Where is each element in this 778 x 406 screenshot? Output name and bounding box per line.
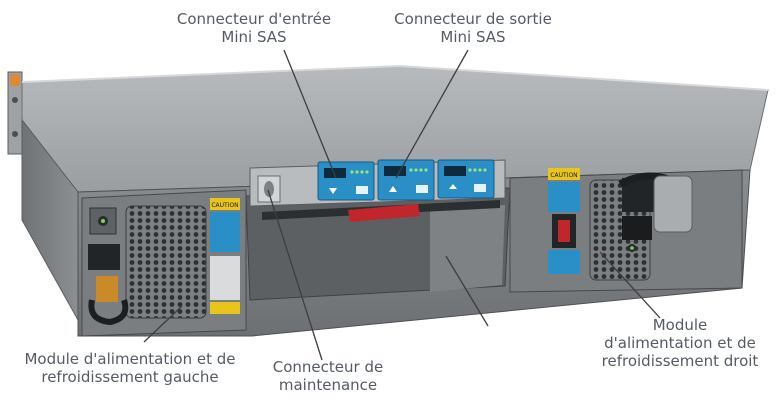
callout-output-line1: Connecteur de sortie [394,10,552,28]
leader-output [395,49,469,179]
callout-left-line1: Module d'alimentation et de [24,350,236,368]
mini-sas-panel-aux [437,159,495,199]
callout-maintenance-connector: Connecteur de maintenance [262,358,394,394]
callout-right-line2: d'alimentation et de [604,334,756,352]
leader-lines [143,49,661,361]
left-psu-module: CAUTION [81,189,247,337]
controller-latch [348,204,420,222]
mini-sas-panel-out [377,159,435,201]
callout-input-line2: Mini SAS [221,28,287,46]
callout-input-connector: Connecteur d'entrée Mini SAS [166,10,342,46]
leader-input [283,49,337,179]
callout-left-line2: refroidissement gauche [41,368,219,386]
callout-output-line2: Mini SAS [440,28,506,46]
right-warning-label: CAUTION [550,172,577,179]
maintenance-port [257,175,281,203]
rack-ear-left [7,71,23,155]
callout-right-module: Module d'alimentation et de refroidissem… [586,316,774,370]
leader-right-module [599,251,661,319]
leader-center [445,255,489,327]
callout-left-module: Module d'alimentation et de refroidissem… [4,350,256,386]
left-warning-label: CAUTION [211,202,238,209]
controller-module [249,159,506,222]
callout-right-line3: refroidissement droit [601,352,759,370]
leader-maintenance [267,189,323,361]
mini-sas-panel-in [317,161,375,201]
callout-maintenance-line2: maintenance [278,376,378,394]
callout-output-connector: Connecteur de sortie Mini SAS [380,10,566,46]
callout-input-line1: Connecteur d'entrée [176,10,332,28]
leader-left-module [143,305,183,343]
right-psu-module: CAUTION [509,168,743,293]
callout-maintenance-line1: Connecteur de [272,358,384,376]
callout-right-line1: Module [652,316,708,334]
